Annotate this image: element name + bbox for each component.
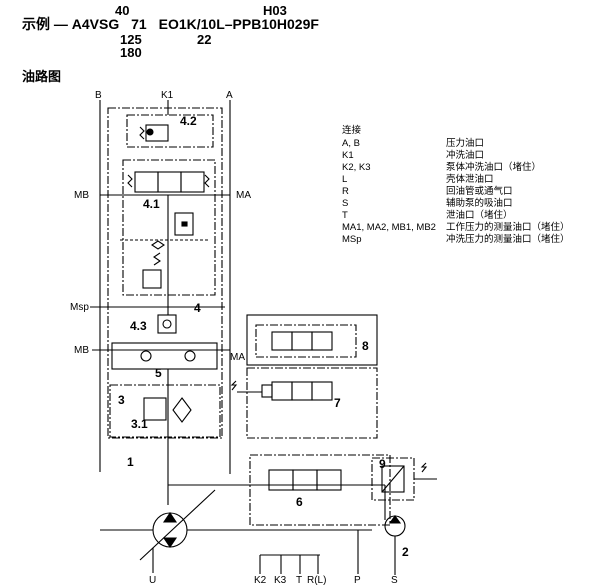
port-k2-label: K2: [254, 575, 267, 585]
port-u-label: U: [149, 575, 156, 585]
port-s-label: S: [391, 575, 398, 585]
legend-port: S: [342, 198, 349, 209]
section-title: 油路图: [22, 70, 62, 85]
component-3-label: 3: [118, 393, 125, 407]
port-k1-label: K1: [161, 90, 174, 101]
code-below-code: 22: [197, 32, 212, 47]
port-k3-label: K3: [274, 575, 287, 585]
port-rl-label: R(L): [307, 575, 326, 585]
component-4-3-label: 4.3: [130, 319, 147, 333]
legend-desc: 壳体泄油口: [446, 174, 494, 185]
port-ma-bottom-label: MA: [230, 352, 245, 363]
component-8-label: 8: [362, 339, 369, 353]
legend-desc: 泄油口（堵住）: [446, 210, 513, 221]
legend-desc: 压力油口: [446, 138, 485, 149]
legend-port: A, B: [342, 138, 360, 149]
legend-port: MSp: [342, 234, 362, 245]
component-2-label: 2: [402, 545, 409, 559]
code-below-group1-b: 180: [120, 45, 142, 60]
legend-desc: 泵体冲洗油口（堵住）: [446, 162, 542, 173]
legend-port: MA1, MA2, MB1, MB2: [342, 222, 436, 233]
component-5-label: 5: [155, 366, 162, 380]
legend-title: 连接: [342, 125, 362, 136]
port-mb-bottom-label: MB: [74, 345, 89, 356]
legend-port: R: [342, 186, 349, 197]
legend-desc: 辅助泵的吸油口: [446, 198, 513, 209]
component-6-label: 6: [296, 495, 303, 509]
code-prefix: 示例 — A4VSG 71 EO1K/10L–PPB10H029F: [22, 16, 319, 32]
legend-desc: 工作压力的测量油口（堵住）: [446, 222, 570, 233]
port-t-label: T: [296, 575, 302, 585]
port-mb-top-label: MB: [74, 190, 89, 201]
component-3-1-label: 3.1: [131, 417, 148, 431]
port-a-label: A: [226, 90, 233, 101]
code-main: EO1K/10L–PPB10H029F: [158, 16, 319, 32]
legend-desc: 回油管或通气口: [446, 186, 513, 197]
legend-desc: 冲洗压力的测量油口（堵住）: [446, 234, 570, 245]
code-above-code: H03: [263, 3, 287, 18]
port-ma-top-label: MA: [236, 190, 251, 201]
legend-port: T: [342, 210, 348, 221]
legend-port: K1: [342, 150, 354, 161]
code-prefix-text: 示例 — A4VSG: [22, 16, 120, 32]
component-9-label: 9: [379, 457, 386, 471]
legend-port: L: [342, 174, 348, 185]
port-b-label: B: [95, 90, 102, 101]
legend-desc: 冲洗油口: [446, 150, 485, 161]
component-4-label: 4: [194, 301, 201, 315]
port-p-label: P: [354, 575, 361, 585]
component-1-label: 1: [127, 455, 134, 469]
component-4-2-label: 4.2: [180, 114, 197, 128]
code-above-group1: 40: [115, 3, 130, 18]
port-msp-label: Msp: [70, 302, 89, 313]
code-group1: 71: [131, 16, 147, 32]
legend-port: K2, K3: [342, 162, 371, 173]
component-7-label: 7: [334, 396, 341, 410]
code-below-group1-a: 125: [120, 32, 142, 47]
component-4-1-label: 4.1: [143, 197, 160, 211]
